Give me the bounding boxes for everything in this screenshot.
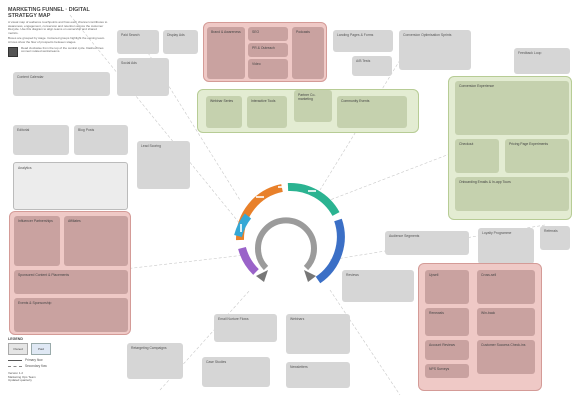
- box-editorial: Editorial: [13, 125, 69, 155]
- legend-line-secondary: [8, 365, 22, 367]
- box-upsell: Upsell: [425, 270, 469, 304]
- group-retention: Upsell Cross-sell Renewals Win-back Acco…: [418, 263, 542, 391]
- box-sponsored-content: Sponsored Content & Placements: [14, 270, 128, 294]
- box-newsletters: Newsletters: [286, 362, 350, 388]
- legend-secondary-label: Secondary flow: [25, 364, 47, 368]
- box-affiliates: Affiliates: [64, 216, 128, 266]
- box-display-ads: Display Ads: [163, 30, 198, 54]
- legend-key-paid: Paid: [31, 343, 51, 355]
- arrow-right-icon: [304, 270, 316, 282]
- box-brand-title: Brand & Awareness: [207, 27, 245, 79]
- box-community-events: Community Events: [337, 96, 407, 128]
- box-webinars: Webinars: [286, 314, 350, 354]
- box-lead-scoring: Lead Scoring: [137, 141, 190, 189]
- box-cross-sell: Cross-sell: [477, 270, 535, 304]
- group-conversion-experience: Conversion Experience Checkout Pricing P…: [448, 76, 572, 220]
- box-renewals: Renewals: [425, 308, 469, 336]
- box-seo: SEO: [248, 27, 288, 41]
- header-body-2: Boxes are grouped by stage. Coloured gro…: [8, 36, 106, 44]
- box-pr-outreach: PR & Outreach: [248, 43, 288, 57]
- group-engagement: Webinar Series Interactive Tools Partner…: [197, 89, 419, 133]
- box-win-back: Win-back: [477, 308, 535, 336]
- cycle-arc-engagement: [287, 182, 340, 217]
- box-loyalty: Loyalty Programme: [478, 228, 534, 264]
- cycle-arc-advocacy: [234, 213, 252, 238]
- legend-line-primary: [8, 359, 22, 361]
- footer-team: Marketing Ops Team: [8, 374, 36, 379]
- box-social-ads: Social Ads: [117, 58, 169, 96]
- arrow-left-icon: [256, 270, 268, 282]
- header-note: Read clockwise from the top of the centr…: [21, 45, 104, 54]
- box-webinar-series: Webinar Series: [206, 96, 242, 128]
- header: MARKETING FUNNEL · DIGITAL STRATEGY MAP …: [8, 7, 108, 57]
- box-content-calendar: Content Calendar: [13, 72, 110, 96]
- group-brand-awareness: Brand & Awareness SEO PR & Outreach Vide…: [203, 22, 327, 82]
- box-paid-search: Paid Search: [117, 30, 159, 54]
- legend-title: LEGEND: [8, 337, 23, 341]
- footer-updated: Updated quarterly: [8, 378, 32, 383]
- box-retargeting: Retargeting Campaigns: [127, 343, 183, 379]
- box-email-nurture: Email Nurture Flows: [214, 314, 277, 342]
- box-reviews: Reviews: [342, 270, 414, 302]
- box-analytics: Analytics: [13, 162, 128, 210]
- box-nps: NPS Surveys: [425, 364, 469, 378]
- box-pricing-experiments: Pricing Page Experiments: [505, 139, 569, 173]
- box-partner-comarketing: Partner Co-marketing: [294, 90, 332, 122]
- box-landing-pages: Landing Pages & Forms: [333, 30, 393, 52]
- box-video: Video: [248, 59, 288, 79]
- box-podcasts: Podcasts: [292, 27, 324, 79]
- footer-version: Version 1.2: [8, 371, 24, 375]
- box-events-sponsorship: Events & Sponsorship: [14, 298, 128, 332]
- box-referrals: Referrals: [540, 226, 570, 250]
- inner-ring: [255, 217, 317, 271]
- lifecycle-wheel: [234, 182, 345, 284]
- group-partnerships: Influencer Partnerships Affiliates Spons…: [9, 211, 131, 335]
- box-feedback-loop: Feedback Loop: [514, 48, 570, 74]
- box-influencers: Influencer Partnerships: [14, 216, 60, 266]
- legend-key-owned: Owned: [8, 343, 28, 355]
- box-cs-checkins: Customer Success Check-ins: [477, 340, 535, 374]
- header-body: A visual map of audience touchpoints and…: [8, 20, 108, 35]
- box-interactive-tools: Interactive Tools: [247, 96, 287, 128]
- cycle-arc-conversion: [315, 218, 345, 284]
- legend: LEGEND Owned Paid Primary flow Secondary…: [8, 337, 54, 383]
- page-title: MARKETING FUNNEL · DIGITAL STRATEGY MAP: [8, 7, 90, 19]
- cycle-arc-retention: [238, 246, 259, 275]
- qr-icon: [8, 46, 18, 57]
- box-blog-posts: Blog Posts: [74, 125, 128, 155]
- box-checkout: Checkout: [455, 139, 499, 173]
- box-ab-tests: A/B Tests: [352, 56, 392, 76]
- box-onboarding: Onboarding Emails & In-app Tours: [455, 177, 569, 211]
- box-account-reviews: Account Reviews: [425, 340, 469, 360]
- box-conversion-title: Conversion Experience: [455, 81, 569, 135]
- legend-primary-label: Primary flow: [25, 358, 43, 362]
- box-audience-segments: Audience Segments: [385, 231, 469, 255]
- box-conversion-sprints: Conversion Optimisation Sprints: [399, 30, 471, 70]
- box-case-studies: Case Studies: [202, 357, 270, 387]
